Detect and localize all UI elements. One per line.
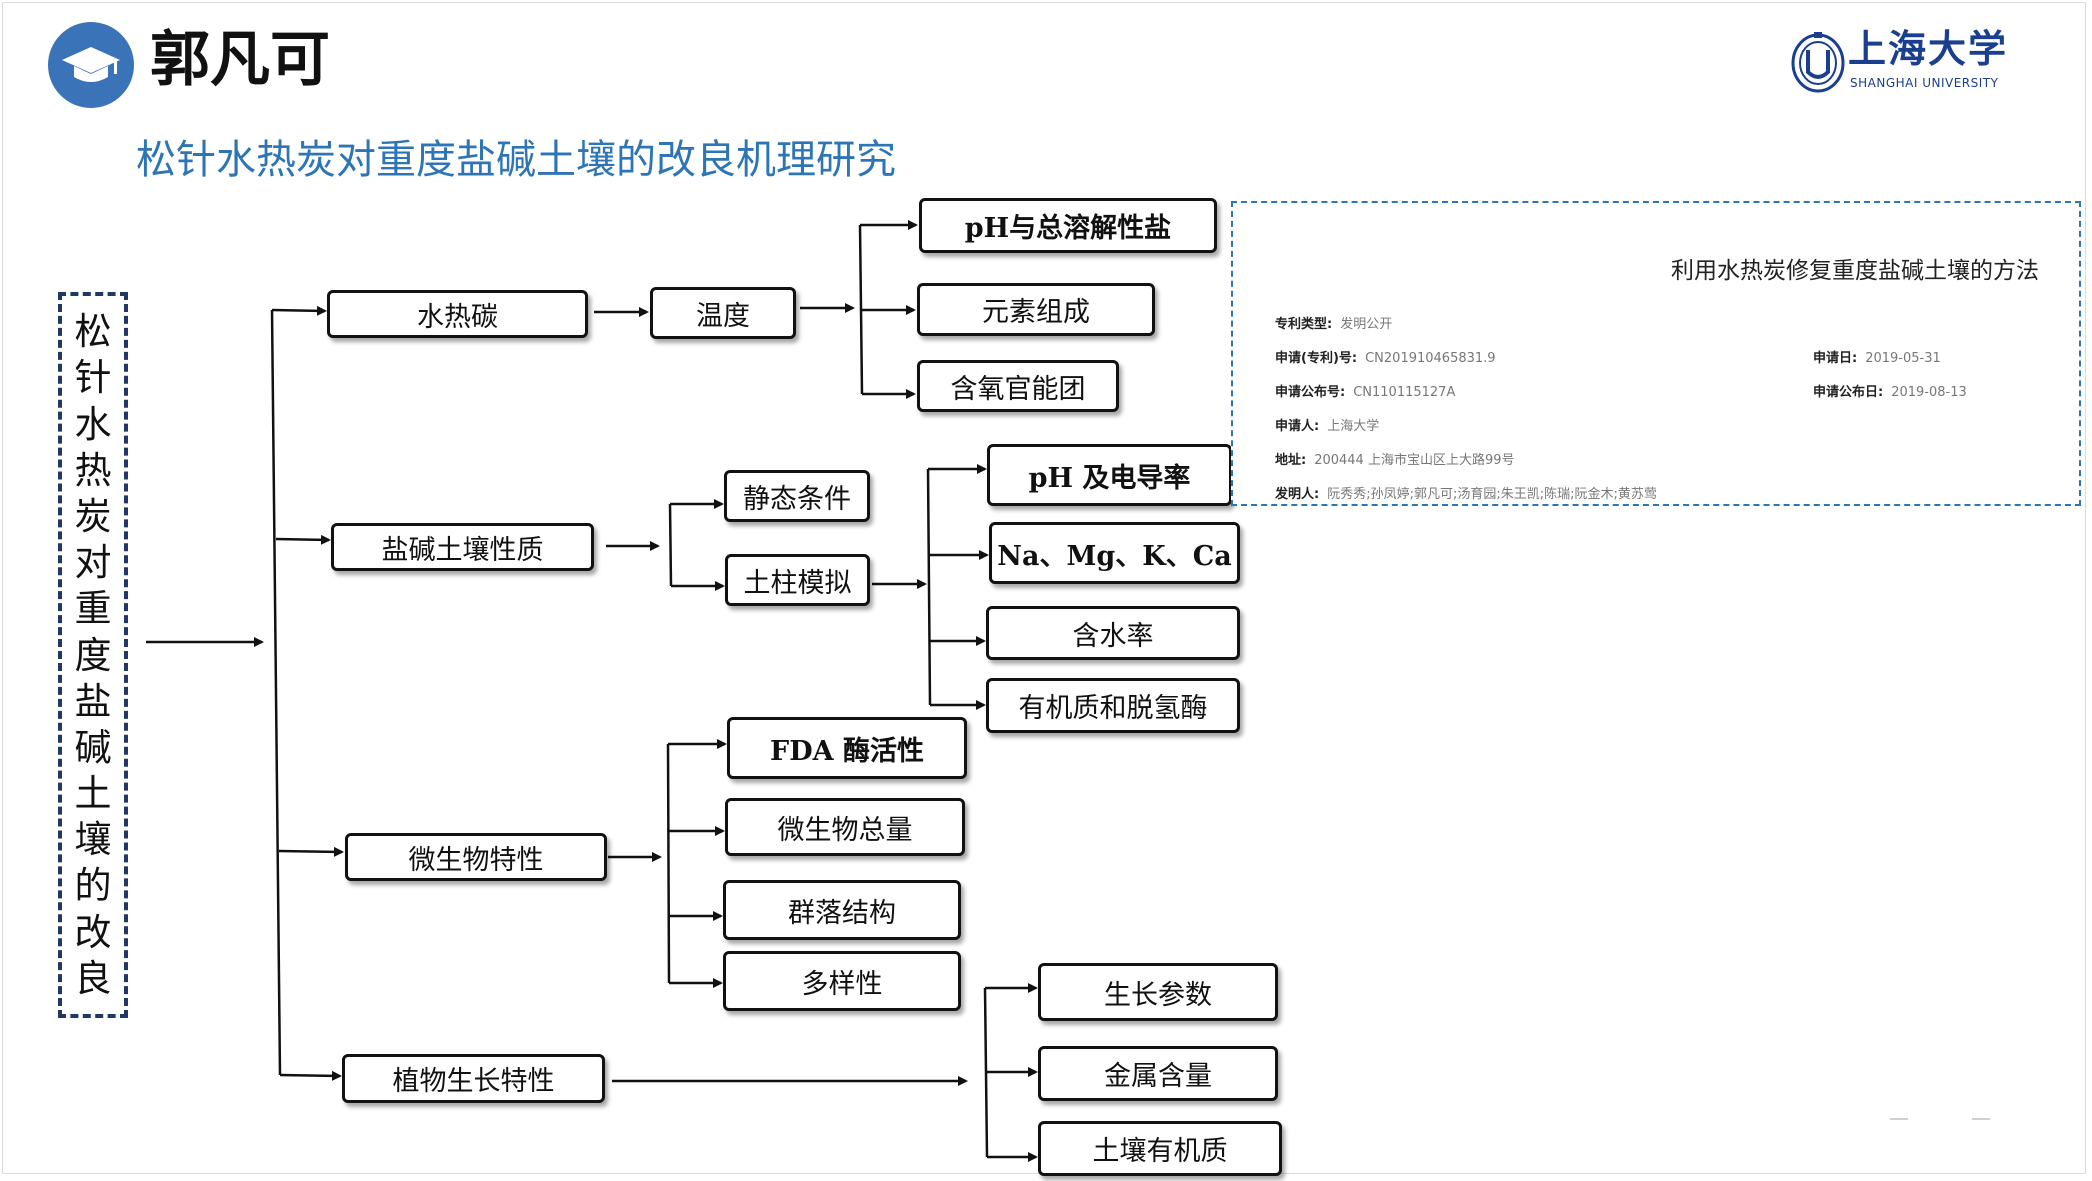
vertical-title-char: 壤 (74, 818, 112, 862)
patent-type-label: 专利类型: (1275, 317, 1333, 332)
vertical-title-char: 对 (74, 541, 112, 585)
patent-applicant-label: 申请人: (1275, 419, 1320, 434)
patent-pubdate-value: 2019-08-13 (1891, 385, 1967, 400)
patent-applicant-value: 上海大学 (1327, 419, 1380, 434)
vertical-title-char: 热 (74, 448, 112, 492)
node-growth-parameters: 生长参数 (1038, 963, 1278, 1021)
patent-info-panel: 利用水热炭修复重度盐碱土壤的方法 专利类型: 发明公开 申请(专利)号: CN201… (1231, 201, 2081, 506)
patent-type-value: 发明公开 (1340, 317, 1393, 332)
avatar (48, 22, 134, 108)
node-community-structure: 群落结构 (723, 880, 961, 940)
node-plant-growth: 植物生长特性 (342, 1054, 605, 1103)
node-temperature: 温度 (650, 287, 796, 339)
patent-inventor-label: 发明人: (1275, 487, 1320, 502)
node-metal-content: 金属含量 (1038, 1046, 1278, 1101)
patent-title: 利用水热炭修复重度盐碱土壤的方法 (1671, 258, 2039, 284)
vertical-title-char: 碱 (74, 725, 112, 769)
vertical-title-char: 良 (74, 956, 112, 1000)
node-ph-conductivity: pH 及电导率 (987, 444, 1232, 506)
node-static-condition: 静态条件 (724, 470, 870, 522)
patent-appno-value: CN201910465831.9 (1365, 351, 1496, 366)
logo-english-name: SHANGHAI UNIVERSITY (1850, 76, 1999, 90)
node-soil-organic-matter: 土壤有机质 (1038, 1121, 1282, 1176)
vertical-title-char: 改 (74, 910, 112, 954)
vertical-title-char: 松 (74, 310, 112, 354)
patent-appdate-value: 2019-05-31 (1865, 351, 1941, 366)
patent-pubdate-label: 申请公布日: (1813, 385, 1884, 400)
decorative-dash (1890, 1118, 1908, 1120)
patent-pubno-label: 申请公布号: (1275, 385, 1346, 400)
node-element-composition: 元素组成 (917, 283, 1155, 336)
vertical-title-char: 盐 (74, 679, 112, 723)
node-fda-activity: FDA 酶活性 (727, 717, 967, 779)
university-seal-icon (1791, 32, 1845, 93)
patent-address-value: 200444 上海市宝山区上大路99号 (1314, 453, 1515, 468)
patent-publication-number: 申请公布号: CN110115127A (1275, 381, 1455, 400)
vertical-title: 松 针 水 热 炭 对 重 度 盐 碱 土 壤 的 改 良 (58, 292, 128, 1018)
patent-address-label: 地址: (1275, 453, 1307, 468)
node-microbial-biomass: 微生物总量 (725, 798, 965, 856)
vertical-title-char: 针 (74, 356, 112, 400)
patent-appdate-label: 申请日: (1813, 351, 1858, 366)
graduation-cap-icon (62, 47, 120, 82)
vertical-title-char: 炭 (74, 494, 112, 538)
patent-application-number: 申请(专利)号: CN201910465831.9 (1275, 347, 1496, 366)
node-microbial-properties: 微生物特性 (345, 833, 607, 881)
patent-application-date: 申请日: 2019-05-31 (1813, 347, 1941, 366)
node-soil-properties: 盐碱土壤性质 (331, 523, 594, 571)
patent-address: 地址: 200444 上海市宝山区上大路99号 (1275, 449, 1515, 468)
vertical-title-char: 水 (74, 402, 112, 446)
decorative-dash (1972, 1118, 1990, 1120)
node-oxygen-functional-groups: 含氧官能团 (917, 360, 1119, 412)
patent-applicant: 申请人: 上海大学 (1275, 415, 1379, 434)
patent-inventors: 发明人: 阮秀秀;孙凤婷;郭凡可;汤育园;朱王凯;陈瑞;阮金木;黄苏莺 (1275, 483, 1657, 502)
vertical-title-char: 的 (74, 864, 112, 908)
node-column-simulation: 土柱模拟 (725, 554, 870, 606)
logo-chinese-name: 上海大学 (1848, 26, 2009, 71)
page-title: 松针水热炭对重度盐碱土壤的改良机理研究 (136, 137, 896, 183)
patent-publication-date: 申请公布日: 2019-08-13 (1813, 381, 1967, 400)
node-ph-total-salt: pH与总溶解性盐 (919, 198, 1217, 253)
university-logo: 上海大学 SHANGHAI UNIVERSITY (1782, 26, 2022, 100)
vertical-title-char: 重 (74, 587, 112, 631)
node-moisture: 含水率 (986, 606, 1240, 660)
vertical-title-char: 土 (74, 772, 112, 816)
patent-pubno-value: CN110115127A (1353, 385, 1456, 400)
node-diversity: 多样性 (723, 951, 961, 1011)
vertical-title-char: 度 (74, 633, 112, 677)
patent-inventor-value: 阮秀秀;孙凤婷;郭凡可;汤育园;朱王凯;陈瑞;阮金木;黄苏莺 (1327, 487, 1657, 502)
node-cations: Na、Mg、K、Ca (989, 522, 1240, 584)
node-organic-dehydrogenase: 有机质和脱氢酶 (986, 678, 1240, 733)
node-hydrochar: 水热碳 (327, 290, 588, 338)
author-name: 郭凡可 (150, 25, 330, 95)
patent-type: 专利类型: 发明公开 (1275, 313, 1392, 332)
patent-appno-label: 申请(专利)号: (1275, 351, 1358, 366)
